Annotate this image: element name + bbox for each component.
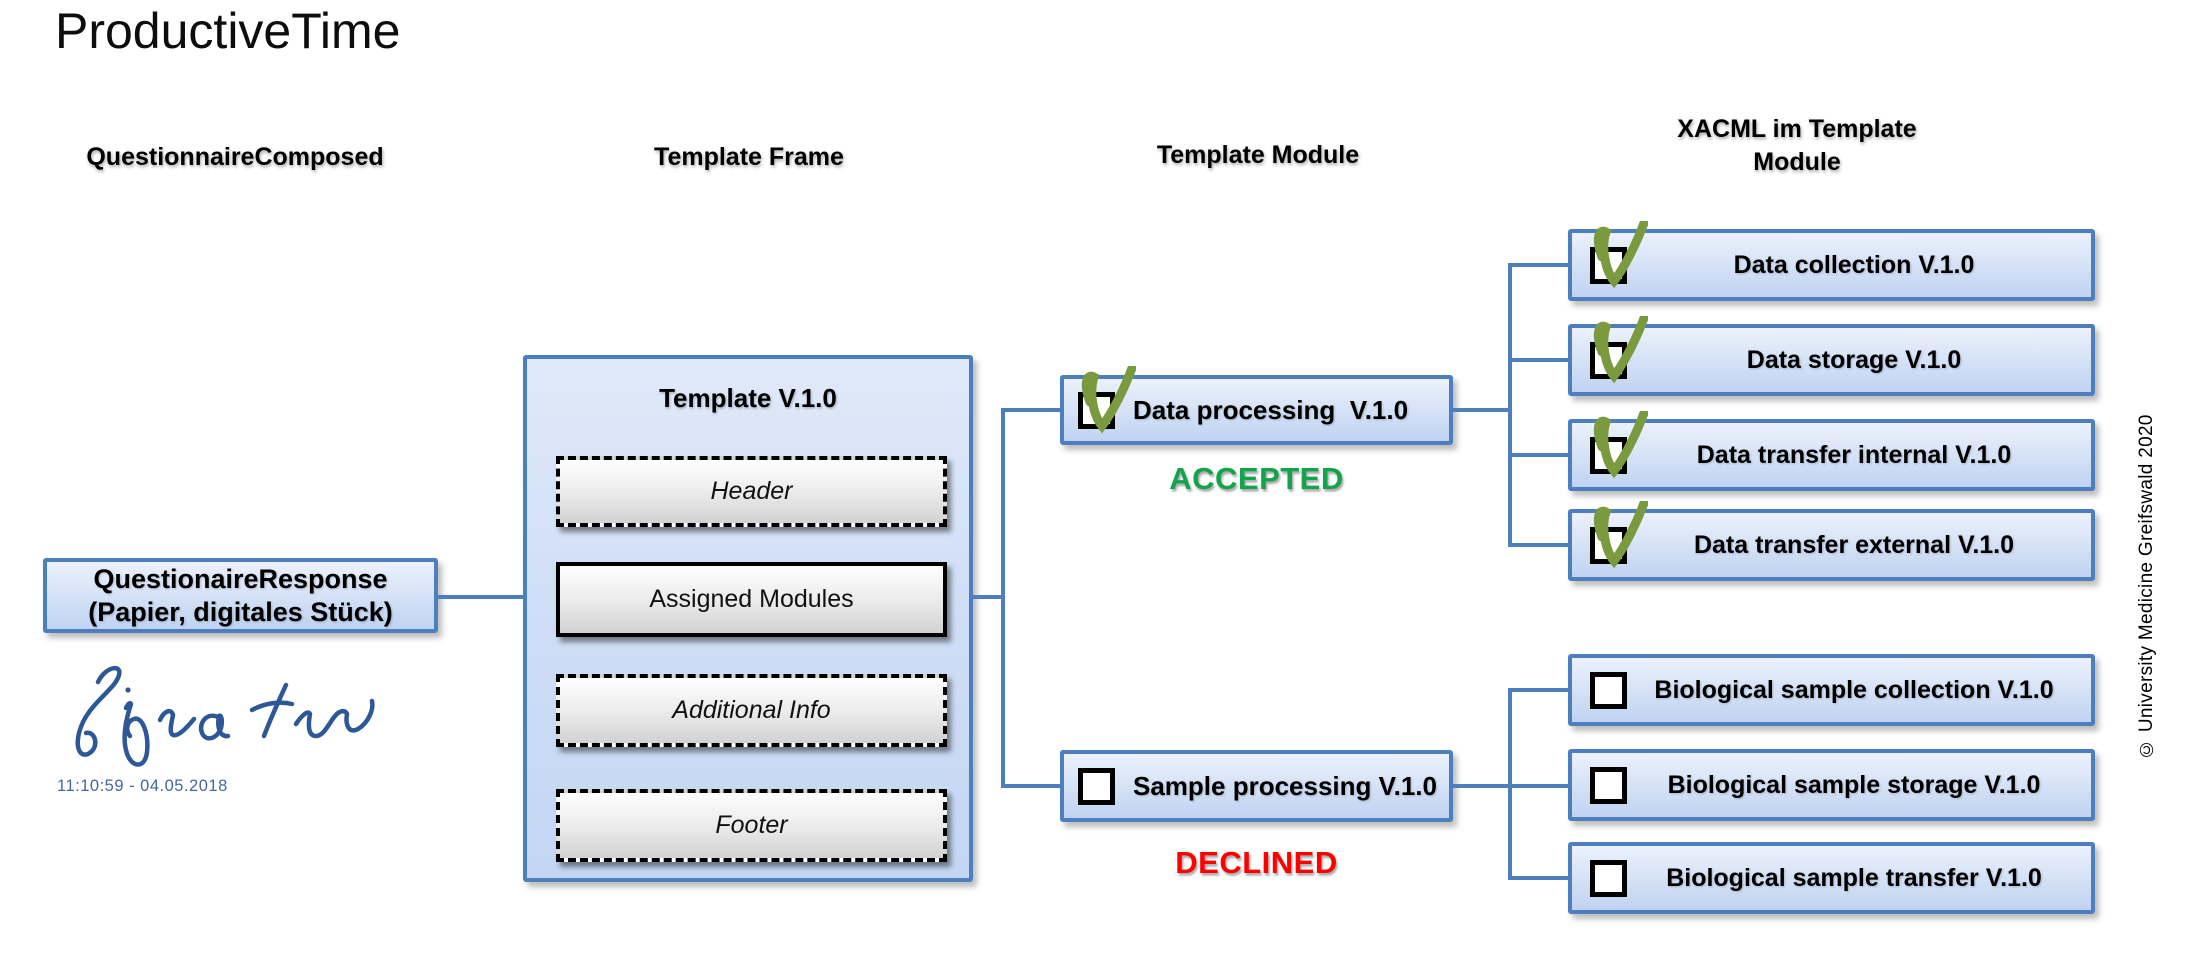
connector-line (1451, 784, 1512, 788)
xacml-label: Biological sample collection V.1.0 (1654, 675, 2054, 704)
checkbox-biological-sample-collection[interactable] (1590, 671, 1627, 709)
connector-line (1508, 263, 1570, 267)
xacml-label: Data collection V.1.0 (1733, 250, 1975, 279)
module-box-sample-processing: Sample processing V.1.0 (1060, 750, 1453, 822)
connector-line (1508, 543, 1570, 547)
status-accepted: ACCEPTED (1169, 461, 1344, 496)
template-frame-title: Template V.1.0 (659, 383, 837, 413)
xacml-label: Biological sample storage V.1.0 (1667, 770, 2041, 799)
connector-line (971, 595, 1005, 599)
questionaire-response-line2: (Papier, digitales Stück) (88, 596, 393, 627)
xacml-box-data-collection: Data collection V.1.0 (1568, 220, 2095, 301)
connector-line (436, 595, 525, 599)
column-header-xacml-im-template-module: XACML im Template Module (1677, 115, 1917, 176)
checkbox-data-storage[interactable] (1590, 315, 1648, 383)
frame-section-assigned-modules: Assigned Modules (556, 562, 947, 637)
frame-section-additional-info: Additional Info (556, 674, 947, 747)
connector-line (1508, 784, 1570, 788)
template-frame-box: Template V.1.0 Header Assigned Modules A… (523, 355, 973, 882)
checkbox-biological-sample-transfer[interactable] (1590, 859, 1627, 897)
connector-line (1508, 688, 1570, 692)
xacml-box-data-transfer-external: Data transfer external V.1.0 (1568, 500, 2095, 581)
connector-line (1001, 784, 1062, 788)
connector-line (1001, 408, 1005, 788)
signature-scribble (75, 665, 375, 767)
xacml-label: Data transfer external V.1.0 (1693, 530, 2015, 559)
checkbox-data-processing[interactable] (1078, 365, 1136, 433)
connector-line (1001, 408, 1062, 412)
checkbox-data-collection[interactable] (1590, 220, 1648, 288)
connector-line (1508, 358, 1570, 362)
copyright-note: © University Medicine Greifswald 2020 (2136, 414, 2157, 760)
module-label: Data processing V.1.0 (1133, 394, 1409, 425)
xacml-box-biological-sample-storage: Biological sample storage V.1.0 (1568, 749, 2095, 821)
checkbox-data-transfer-external[interactable] (1590, 500, 1648, 568)
frame-section-header: Header (556, 456, 947, 527)
signature-timestamp: 11:10:59 - 04.05.2018 (57, 777, 228, 795)
checkmark-icon (1081, 365, 1136, 433)
column-header-template-frame: Template Frame (654, 143, 844, 171)
xacml-box-data-storage: Data storage V.1.0 (1568, 315, 2095, 396)
page-title: ProductiveTime (55, 3, 401, 59)
xacml-box-data-transfer-internal: Data transfer internal V.1.0 (1568, 410, 2095, 491)
connector-line (1508, 263, 1512, 547)
xacml-label: Data storage V.1.0 (1746, 345, 1962, 374)
connector-line (1508, 876, 1570, 880)
connector-line (1508, 453, 1570, 457)
xacml-label: Biological sample transfer V.1.0 (1666, 863, 2042, 892)
connector-line (1451, 408, 1512, 412)
questionaire-response-line1: QuestionaireResponse (93, 563, 388, 594)
xacml-box-biological-sample-transfer: Biological sample transfer V.1.0 (1568, 842, 2095, 914)
questionaire-response-box: QuestionaireResponse (Papier, digitales … (43, 558, 438, 633)
module-label: Sample processing V.1.0 (1133, 770, 1437, 801)
xacml-label: Data transfer internal V.1.0 (1696, 440, 2012, 469)
module-box-data-processing: Data processing V.1.0 (1060, 365, 1453, 445)
column-header-questionnaire-composed: QuestionnaireComposed (86, 143, 384, 171)
checkbox-sample-processing[interactable] (1078, 767, 1115, 805)
checkbox-data-transfer-internal[interactable] (1590, 410, 1648, 478)
checkbox-biological-sample-storage[interactable] (1590, 766, 1627, 804)
frame-section-footer: Footer (556, 789, 947, 862)
xacml-box-biological-sample-collection: Biological sample collection V.1.0 (1568, 654, 2095, 726)
status-declined: DECLINED (1175, 845, 1338, 880)
column-header-template-module: Template Module (1156, 141, 1360, 169)
